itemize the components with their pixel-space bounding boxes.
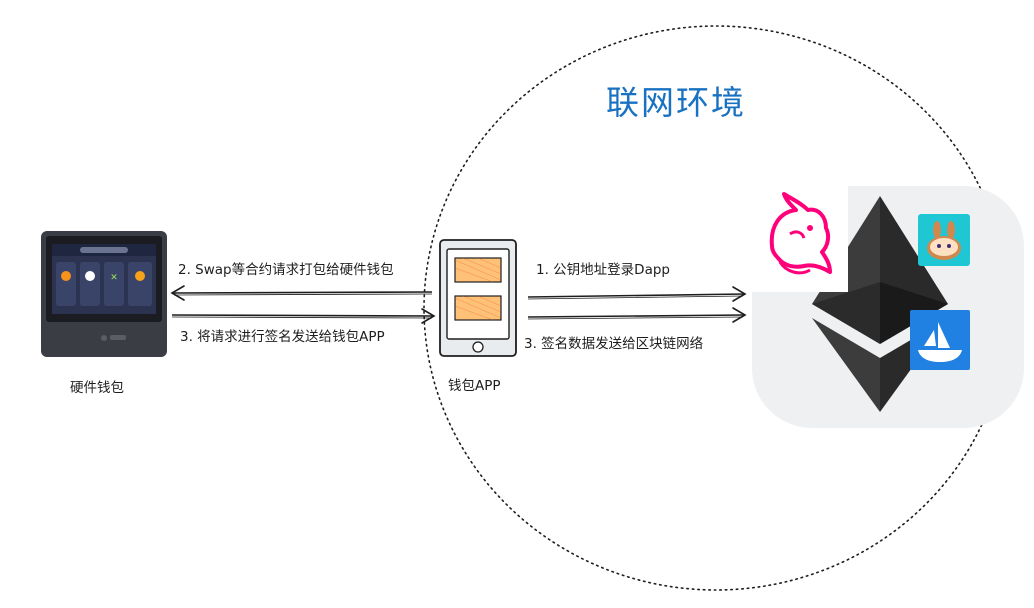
step3-broadcast-label: 3. 签名数据发送给区块链网络 (524, 336, 704, 352)
network-zone-title: 联网环境 (606, 83, 746, 122)
hardware-wallet-device: ✕ (40, 230, 168, 358)
step3-sign-label: 3. 将请求进行签名发送给钱包APP (180, 329, 385, 345)
pancakeswap-logo (918, 214, 970, 266)
opensea-logo (910, 310, 970, 370)
svg-text:✕: ✕ (110, 273, 118, 283)
phone-device (438, 238, 518, 358)
uniswap-logo (750, 186, 848, 292)
step1-label: 1. 公钥地址登录Dapp (536, 262, 670, 278)
step2-label: 2. Swap等合约请求打包给硬件钱包 (178, 262, 394, 278)
hardware-wallet-label: 硬件钱包 (70, 380, 124, 396)
wallet-app-label: 钱包APP (448, 378, 501, 394)
